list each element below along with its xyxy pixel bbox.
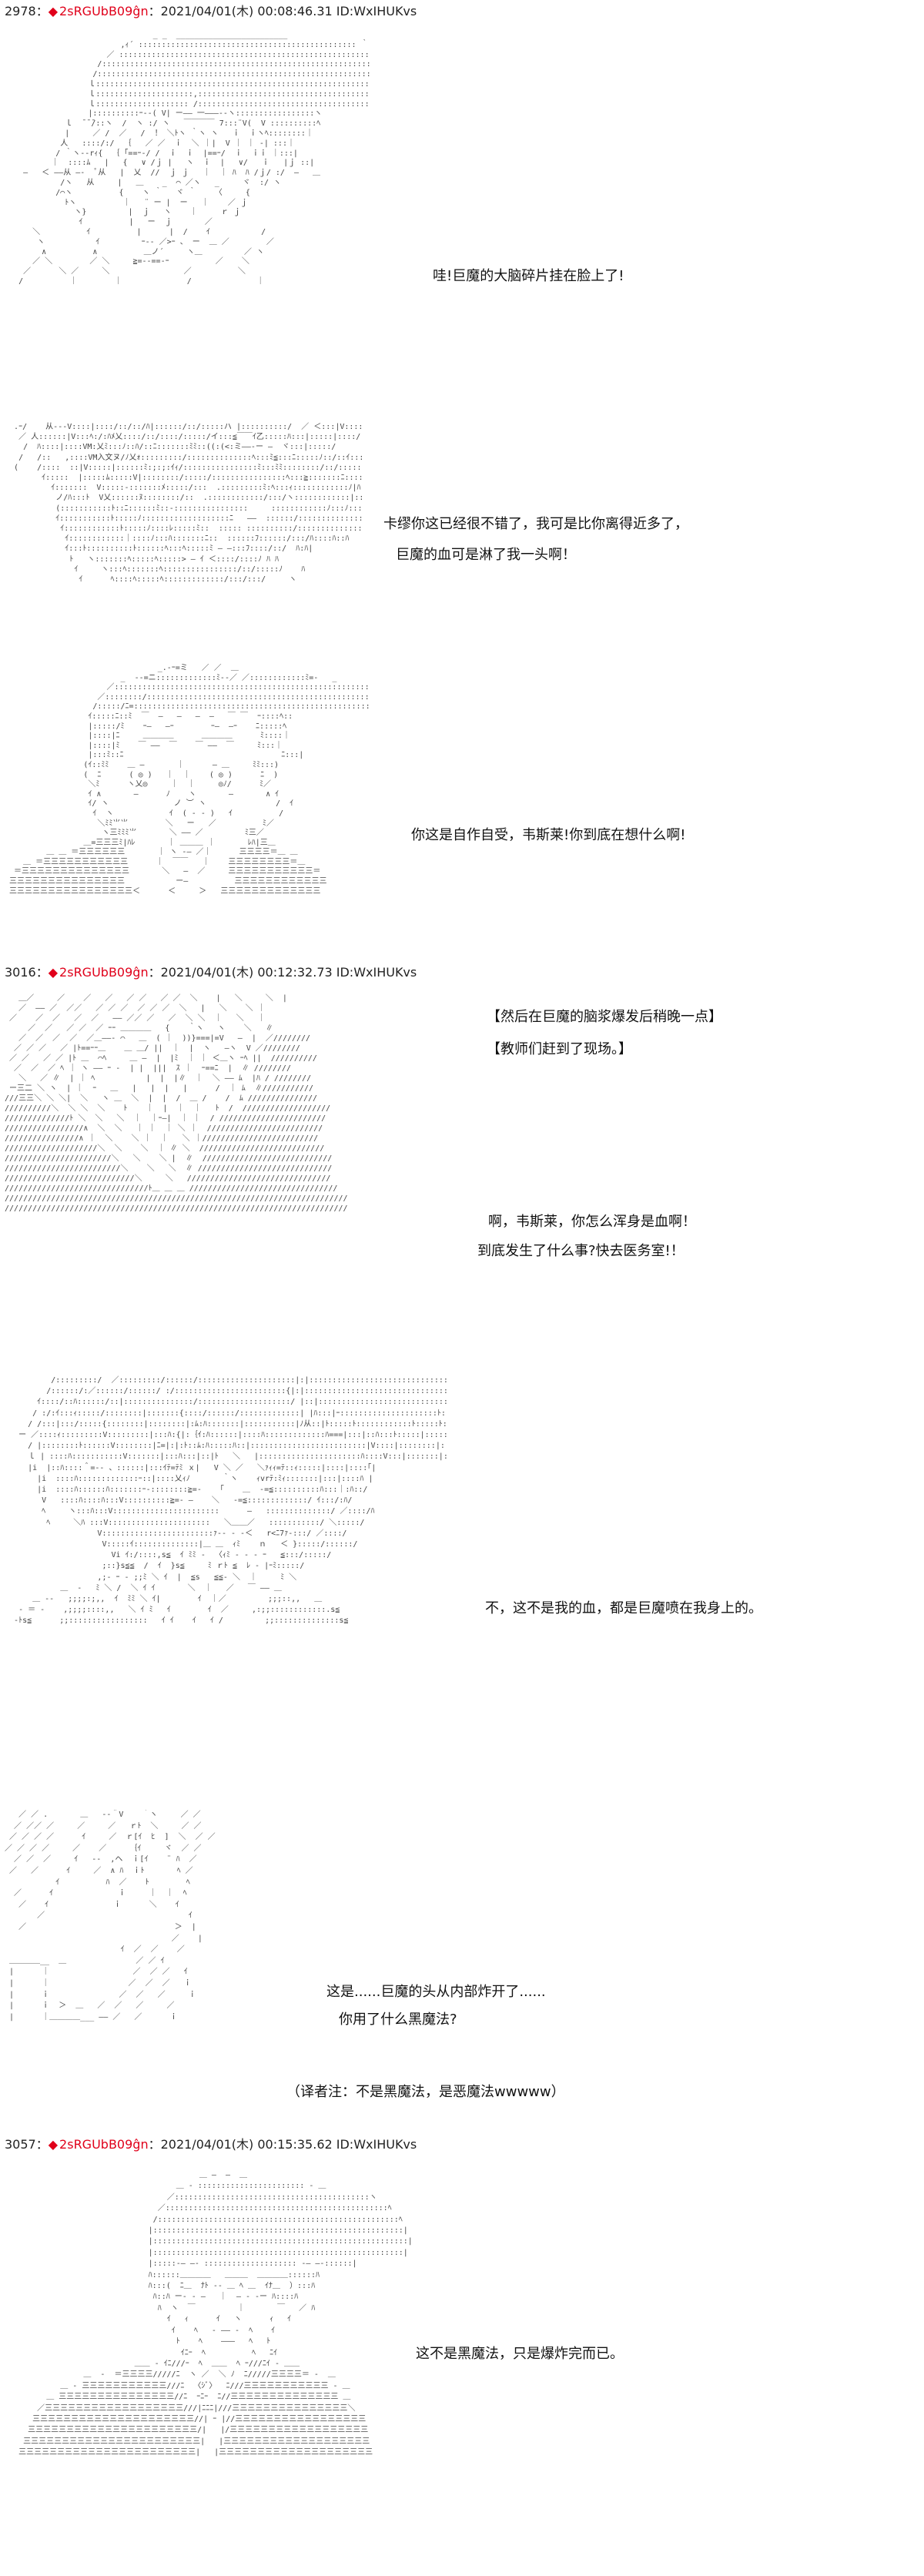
ascii-art: _ _ ________________________ ,ｨ´ :::::::… <box>18 31 370 286</box>
dialog-line: 巨魔的血可是淋了我一头啊！ <box>396 547 576 563</box>
aa-art-panel: ＿／ ／ ／ ／ ／ ／ ／ ／ ＼ | ＼ ＼ | ／ ―― ／ ／／ ／ ／… <box>0 993 447 1348</box>
dialog-text: 这不是黑魔法，只是爆炸完而已。 <box>416 2344 624 2364</box>
dialog-text: 不，这不是我的血，都是巨魔喷在我身上的。 <box>485 1599 762 1619</box>
dialog-text: （译者注：不是黑魔法，是恶魔法wwwww） <box>286 2082 565 2102</box>
poster-trip[interactable]: 2sRGUbB09ĝn <box>59 965 149 980</box>
ascii-art: _.‐ｰ=ミ ／ ／ ＿ _ ‐‐=ニ:::::::::::::ﾐ‐-／ ／::… <box>9 664 370 896</box>
post-number: 3016 <box>5 965 36 980</box>
ascii-art: ＿ ― ― ＿ ＿ ‐ ::::::::::::::::::::::: ‐ ＿ … <box>18 2171 413 2457</box>
trip-diamond-icon: ◆ <box>48 2137 59 2152</box>
aa-art-panel: ／ ／ . ＿ ‐‐＾V ｀ヽ ／ ／ ／ ／／ ／ ／ ／ ｒﾄ ＼ ／ ／ … <box>0 1810 293 2129</box>
post-separator: ： <box>35 4 49 18</box>
dialog-text: 这是......巨魔的头从内部炸开了...... 你用了什么黑魔法? <box>326 1982 546 2030</box>
aa-art-panel: ＿ ― ― ＿ ＿ ‐ ::::::::::::::::::::::: ‐ ＿ … <box>0 2170 462 2571</box>
aa-art-panel: /:::::::::/ ／:::::::::/::::::/::::::::::… <box>0 1375 447 1768</box>
post-header: 3016：◆2sRGUbB09ĝn：2021/04/01(木) 00:12:32… <box>5 964 417 981</box>
dialog-line: 你这是自作自受，韦斯莱!你到底在想什么啊! <box>411 827 686 843</box>
dialog-line: 这不是黑魔法，只是爆炸完而已。 <box>416 2346 624 2362</box>
post-datetime-id: ：2021/04/01(木) 00:08:46.31 ID:WxIHUKvs <box>148 4 417 18</box>
dialog-text: 你这是自作自受，韦斯莱!你到底在想什么啊! <box>411 826 685 846</box>
ascii-art: /:::::::::/ ／:::::::::/::::::/::::::::::… <box>14 1376 447 1626</box>
post-number: 3057 <box>5 2137 36 2152</box>
dialog-line: 卡缪你这已经很不错了，我可是比你离得近多了， <box>383 516 688 532</box>
post-datetime-id: ：2021/04/01(木) 00:15:35.62 ID:WxIHUKvs <box>148 2137 417 2152</box>
aa-art-panel: .ｰ/ 从‐‐‐V::::|::::/::/::/ﾊ|::::::/::/:::… <box>0 422 362 616</box>
post-header: 2978：◆2sRGUbB09ĝn：2021/04/01(木) 00:08:46… <box>5 3 417 20</box>
dialog-line: 这是......巨魔的头从内部炸开了...... <box>326 1984 546 2000</box>
post-separator: ： <box>35 965 49 980</box>
dialog-line: 你用了什么黑魔法? <box>339 2012 457 2028</box>
post-separator: ： <box>35 2137 49 2152</box>
ascii-art: .ｰ/ 从‐‐‐V::::|::::/::/::/ﾊ|::::::/::/:::… <box>14 423 362 585</box>
dialog-line: 不，这不是我的血，都是巨魔喷在我身上的。 <box>485 1600 762 1616</box>
trip-diamond-icon: ◆ <box>48 4 59 18</box>
dialog-text: 卡缪你这已经很不错了，我可是比你离得近多了， 巨魔的血可是淋了我一头啊！ <box>383 514 688 565</box>
ascii-art: ／ ／ . ＿ ‐‐＾V ｀ヽ ／ ／ ／ ／／ ／ ／ ／ ｒﾄ ＼ ／ ／ … <box>5 1811 216 2022</box>
post-header: 3057：◆2sRGUbB09ĝn：2021/04/01(木) 00:15:35… <box>5 2136 417 2153</box>
dialog-text: 啊，韦斯莱，你怎么浑身是血啊！ 到底发生了什么事?快去医务室!！ <box>477 1212 696 1261</box>
aa-art-panel: _.‐ｰ=ミ ／ ／ ＿ _ ‐‐=ニ:::::::::::::ﾐ‐-／ ／::… <box>0 664 370 956</box>
poster-trip[interactable]: 2sRGUbB09ĝn <box>59 4 149 18</box>
dialog-line: 哇!巨魔的大脑碎片挂在脸上了! <box>433 268 624 284</box>
trip-diamond-icon: ◆ <box>48 965 59 980</box>
ascii-art: ＿／ ／ ／ ／ ／ ／ ／ ／ ＼ | ＼ ＼ | ／ ―― ／ ／／ ／ ／… <box>5 994 348 1213</box>
dialog-line: 啊，韦斯莱，你怎么浑身是血啊！ <box>488 1214 696 1230</box>
post-number: 2978 <box>5 4 36 18</box>
post-datetime-id: ：2021/04/01(木) 00:12:32.73 ID:WxIHUKvs <box>148 965 417 980</box>
dialog-line: （译者注：不是黑魔法，是恶魔法wwwww） <box>286 2084 565 2100</box>
poster-trip[interactable]: 2sRGUbB09ĝn <box>59 2137 149 2152</box>
dialog-text: 哇!巨魔的大脑碎片挂在脸上了! <box>433 266 624 286</box>
dialog-line: 到底发生了什么事?快去医务室!！ <box>477 1243 685 1259</box>
dialog-line: 【然后在巨魔的脑浆爆发后稍晚一点】 <box>487 1009 722 1025</box>
aa-art-panel: _ _ ________________________ ,ｨ´ :::::::… <box>0 31 370 354</box>
dialog-line: 【教师们赶到了现场。】 <box>487 1041 632 1057</box>
dialog-text: 【然后在巨魔的脑浆爆发后稍晚一点】 【教师们赶到了现场。】 <box>487 1007 722 1060</box>
